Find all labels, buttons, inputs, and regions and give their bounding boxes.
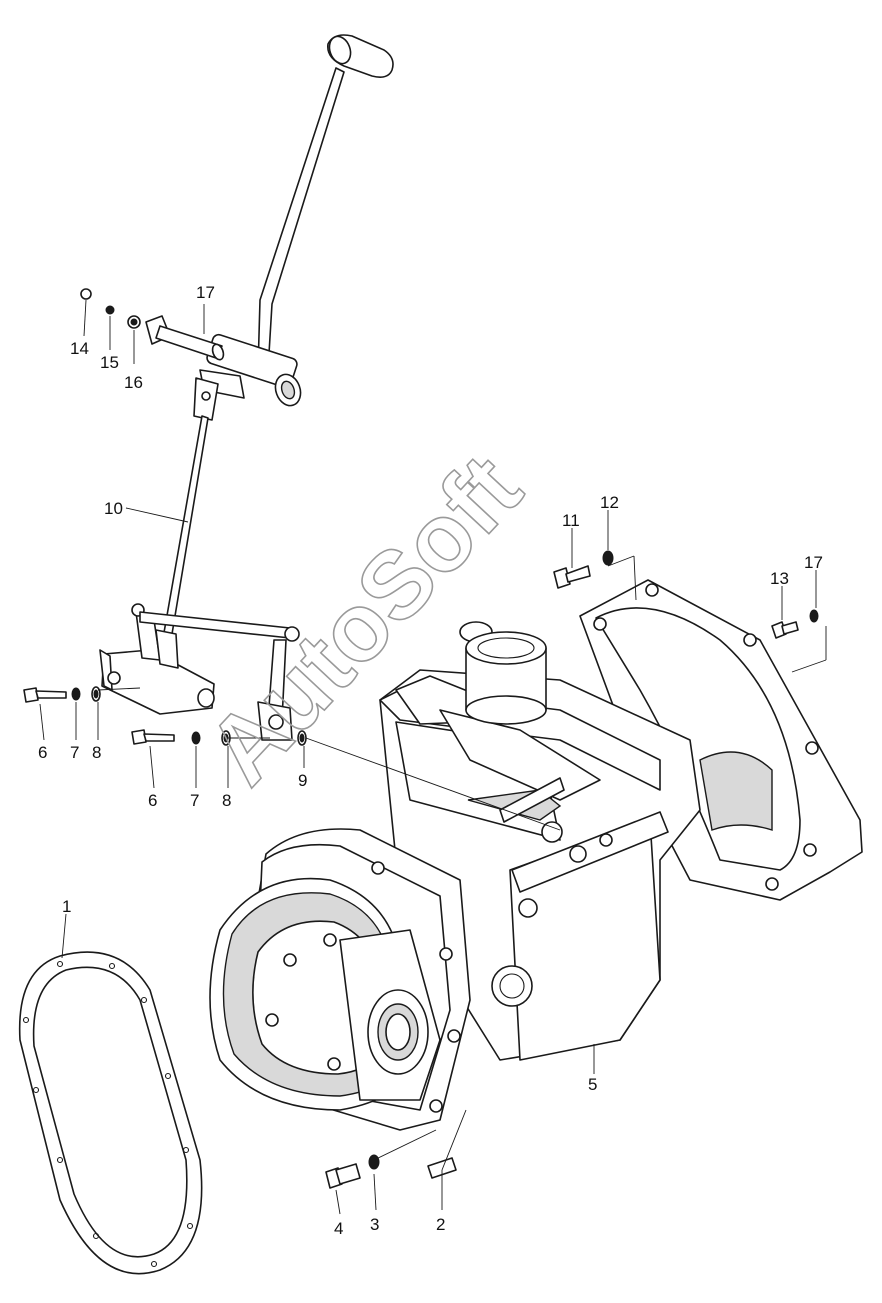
gear-lever <box>257 34 394 371</box>
callout-5: 5 <box>588 1075 597 1094</box>
callout-8-lower: 8 <box>222 791 231 810</box>
callout-7-lower: 7 <box>190 791 199 810</box>
callout-8-upper: 8 <box>92 743 101 762</box>
top-cover <box>395 675 613 863</box>
shift-link-rod-10 <box>161 377 219 647</box>
callout-10: 10 <box>104 499 123 518</box>
callout-1: 1 <box>62 897 71 916</box>
callout-13: 13 <box>770 569 789 588</box>
bell-housing <box>579 579 863 901</box>
output-flange <box>339 929 441 1101</box>
small-fasteners-14-16 <box>80 288 141 329</box>
callout-labels: 1 2 3 4 5 6 7 8 6 7 8 9 10 11 12 13 17 1… <box>38 283 823 1238</box>
callout-17-top: 17 <box>196 283 215 302</box>
bolt-set-lower <box>131 729 307 746</box>
callout-6-lower: 6 <box>148 791 157 810</box>
cross-shaft <box>139 611 300 741</box>
callout-17-right: 17 <box>804 553 823 572</box>
pivot-pin-17 <box>145 315 225 361</box>
callout-3: 3 <box>370 1215 379 1234</box>
callout-6-upper: 6 <box>38 743 47 762</box>
callout-11: 11 <box>562 511 580 530</box>
bell-housing-fasteners-11-17 <box>553 550 819 639</box>
callout-12: 12 <box>600 493 619 512</box>
callout-9: 9 <box>298 771 307 790</box>
callout-16: 16 <box>124 373 143 392</box>
callout-14: 14 <box>70 339 89 358</box>
bolt-set-upper <box>23 686 101 703</box>
callout-7-upper: 7 <box>70 743 79 762</box>
callout-4: 4 <box>334 1219 343 1238</box>
callout-15: 15 <box>100 353 119 372</box>
callout-2: 2 <box>436 1215 445 1234</box>
filler-cap <box>459 621 547 725</box>
leader-lines <box>39 299 827 1215</box>
housing-fasteners-2-4 <box>325 1154 457 1189</box>
lower-bracket <box>99 603 215 715</box>
gasket-1 <box>18 951 203 1275</box>
